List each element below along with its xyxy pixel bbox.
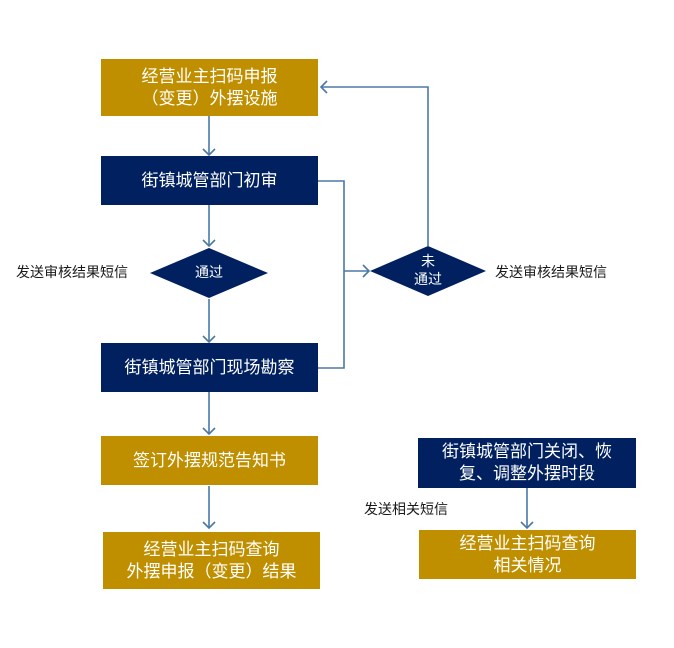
- query-related-box: 经营业主扫码查询 相关情况: [419, 530, 636, 579]
- submit-line1: 经营业主扫码申报: [141, 66, 278, 87]
- query-related-line2: 相关情况: [493, 555, 562, 576]
- bracket-to-not-passed: [318, 180, 345, 369]
- sign-notice-label: 签订外摆规范告知书: [133, 450, 286, 471]
- not-passed-line2: 通过: [414, 272, 442, 288]
- passed-label: 通过: [195, 265, 223, 281]
- query-result-line1: 经营业主扫码查询: [143, 539, 280, 560]
- not-passed-diamond: [370, 246, 486, 296]
- sms-right-label: 发送审核结果短信: [495, 265, 607, 281]
- adjust-line1: 街镇城管部门关闭、恢: [442, 442, 612, 462]
- adjust-line2: 复、调整外摆时段: [459, 464, 595, 484]
- site-survey-box: 街镇城管部门现场勘察: [101, 343, 318, 392]
- initial-review-box: 街镇城管部门初审: [101, 156, 318, 205]
- query-related-line1: 经营业主扫码查询: [459, 533, 596, 554]
- initial-review-label: 街镇城管部门初审: [141, 170, 278, 191]
- not-passed-label-wrap: 未 通过: [390, 252, 466, 290]
- sms-related-label: 发送相关短信: [364, 502, 448, 518]
- adjust-box: 街镇城管部门关闭、恢 复、调整外摆时段: [418, 438, 636, 488]
- passed-diamond: [150, 248, 268, 298]
- submit-line2: （变更）外摆设施: [141, 88, 278, 109]
- not-passed-line1: 未: [421, 254, 435, 270]
- site-survey-label: 街镇城管部门现场勘察: [124, 357, 295, 378]
- query-result-line2: 外摆申报（变更）结果: [126, 561, 297, 582]
- sms-left-label: 发送审核结果短信: [16, 265, 128, 281]
- submit-box: 经营业主扫码申报 （变更）外摆设施: [101, 59, 318, 116]
- passed-label-wrap: 通过: [170, 262, 248, 284]
- arrow-not-passed-to-submit: [319, 80, 429, 246]
- query-result-box: 经营业主扫码查询 外摆申报（变更）结果: [103, 532, 320, 589]
- sign-notice-box: 签订外摆规范告知书: [101, 436, 318, 485]
